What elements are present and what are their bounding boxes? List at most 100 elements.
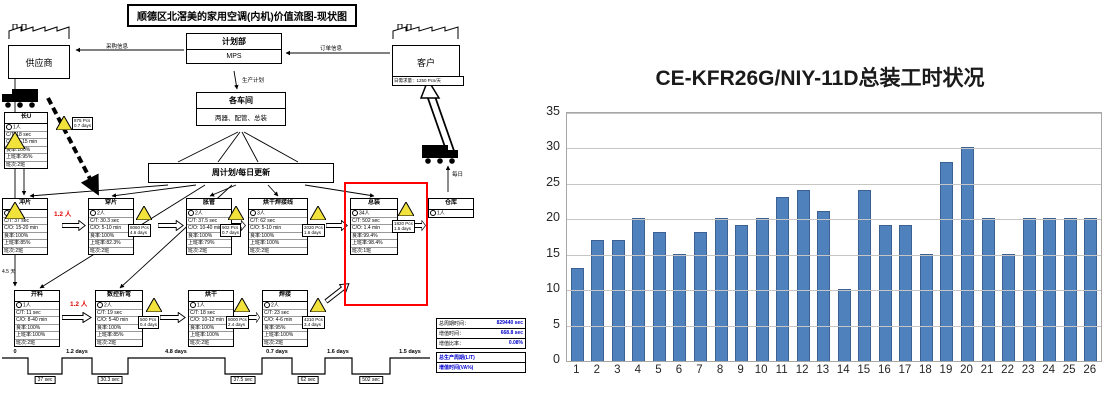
operator-count: 1人 [197,302,205,309]
process-metric: 班次:2班 [264,339,284,346]
x-tick-label: 6 [675,364,683,376]
factory-roof-icon [392,23,459,39]
process-name: 仓库 [429,199,473,210]
process-metric: C/T: 62 sec [249,218,307,226]
process-name: 胀管 [187,199,231,210]
summary-row: 增值时间： 668.8 sec [437,329,525,339]
operator-icon [264,301,270,308]
procurement-info-label: 采购信息 [106,44,129,50]
factory-roof-icon [8,23,70,39]
process-metric: C/O: 5-15 min [5,139,47,147]
y-tick-label: 20 [546,210,560,225]
x-tick-label: 11 [775,364,788,376]
process-metric: 班次:2班 [188,247,208,254]
shipping-truck-icon [420,142,460,164]
gridline [567,219,1101,221]
push-arrow-icon [157,219,184,232]
x-tick-label: 18 [919,364,932,376]
process-metric: 上班率:85% [3,240,47,248]
inventory-days: 0.4 days [140,322,158,328]
process-metric: C/T: 502 sec [351,218,397,226]
x-tick-label: 9 [737,364,744,376]
process-name: 数控折弯 [96,291,142,302]
y-tick-label: 5 [553,316,560,331]
bar [632,218,646,361]
x-tick-label: 4 [634,364,642,376]
process-metric: C/O: 5-10 min [89,225,133,233]
x-tick-label: 5 [655,364,662,376]
inventory-qty: 2020 Pcs [304,225,323,230]
process-metric: C/T: 18 sec [189,310,233,318]
process-metric: C/T: 37 sec [3,218,47,226]
x-tick-label: 25 [1062,364,1076,376]
inventory-qty: 875 Pcs [74,118,91,123]
inventory-triangle-icon [309,204,327,221]
operator-count: 1人 [437,210,445,217]
bar [673,253,687,361]
push-arrow-icon [61,219,86,232]
production-plan-label: 生产计划 [242,78,265,84]
operator-row: 34人 [351,209,397,218]
inventory-triangle-icon [145,296,163,313]
x-tick-label: 21 [980,364,994,376]
summary-row: 总周期时间： 829440 sec [437,319,525,329]
process-metric: 良率:100% [89,233,133,241]
push-arrow-icon [61,311,92,324]
gridline [567,254,1101,256]
bar [837,289,851,361]
push-arrow-icon [323,279,353,306]
push-arrow-icon [325,219,348,232]
process-name: 长U [5,113,47,124]
order-info-label: 订单信息 [320,46,343,52]
bar [755,218,769,361]
bar [817,211,831,361]
operator-count: 34人 [359,210,370,217]
timeline-days-label: 4.8 days [165,349,187,355]
supplier-truck-icon [0,86,40,108]
summary-label: 增值时间： [439,331,465,337]
process-metric: 班次:1班 [352,247,372,254]
bar [776,197,790,361]
process-metric: 班次:2班 [90,247,110,254]
inventory-triangle-icon [227,204,245,221]
operator-count: 2人 [271,302,279,309]
x-tick-label: 2 [593,364,600,376]
bar [919,253,933,361]
process-metric: 良率:100% [187,233,231,241]
operator-icon [190,301,196,308]
process-name: 冲片 [3,199,47,210]
summary-value: 668.8 sec [500,330,523,336]
operator-row: 2人 [89,209,133,218]
workshop-sub: 两器、配管、总装 [215,115,267,122]
bar [735,225,749,361]
process-metric: 良率:99.4% [351,233,397,241]
planning-sub: MPS [226,53,242,60]
bar [796,189,810,361]
left-inventory-note: 4.5 天 [2,269,16,275]
x-tick-label: 8 [716,364,724,376]
timeline-days-label: 1.6 days [327,349,349,355]
x-tick-label: 23 [1021,364,1035,376]
process-name: 开料 [15,291,59,302]
operator-icon [16,301,22,308]
x-tick-label: 24 [1042,364,1056,376]
gridline [567,325,1101,327]
bar [899,225,913,361]
summary-value: 0.08% [508,340,523,346]
bar [1043,218,1057,361]
gridline [567,183,1101,185]
vsm-panel: 顺德区北滘美的家用空调(内机)价值流图-现状图 [0,0,530,401]
process-metric: 良率:100% [249,233,307,241]
timeline-days-label: 1.5 days [399,349,421,355]
inventory-triangle-icon [4,131,26,150]
y-tick-label: 15 [546,245,560,260]
timeline-days-label: 0.7 days [266,349,288,355]
process-metric: 上班率:85% [96,332,142,340]
summary-row: 增值比率： 0.08% [437,339,525,348]
operator-row: 1人 [15,301,59,310]
